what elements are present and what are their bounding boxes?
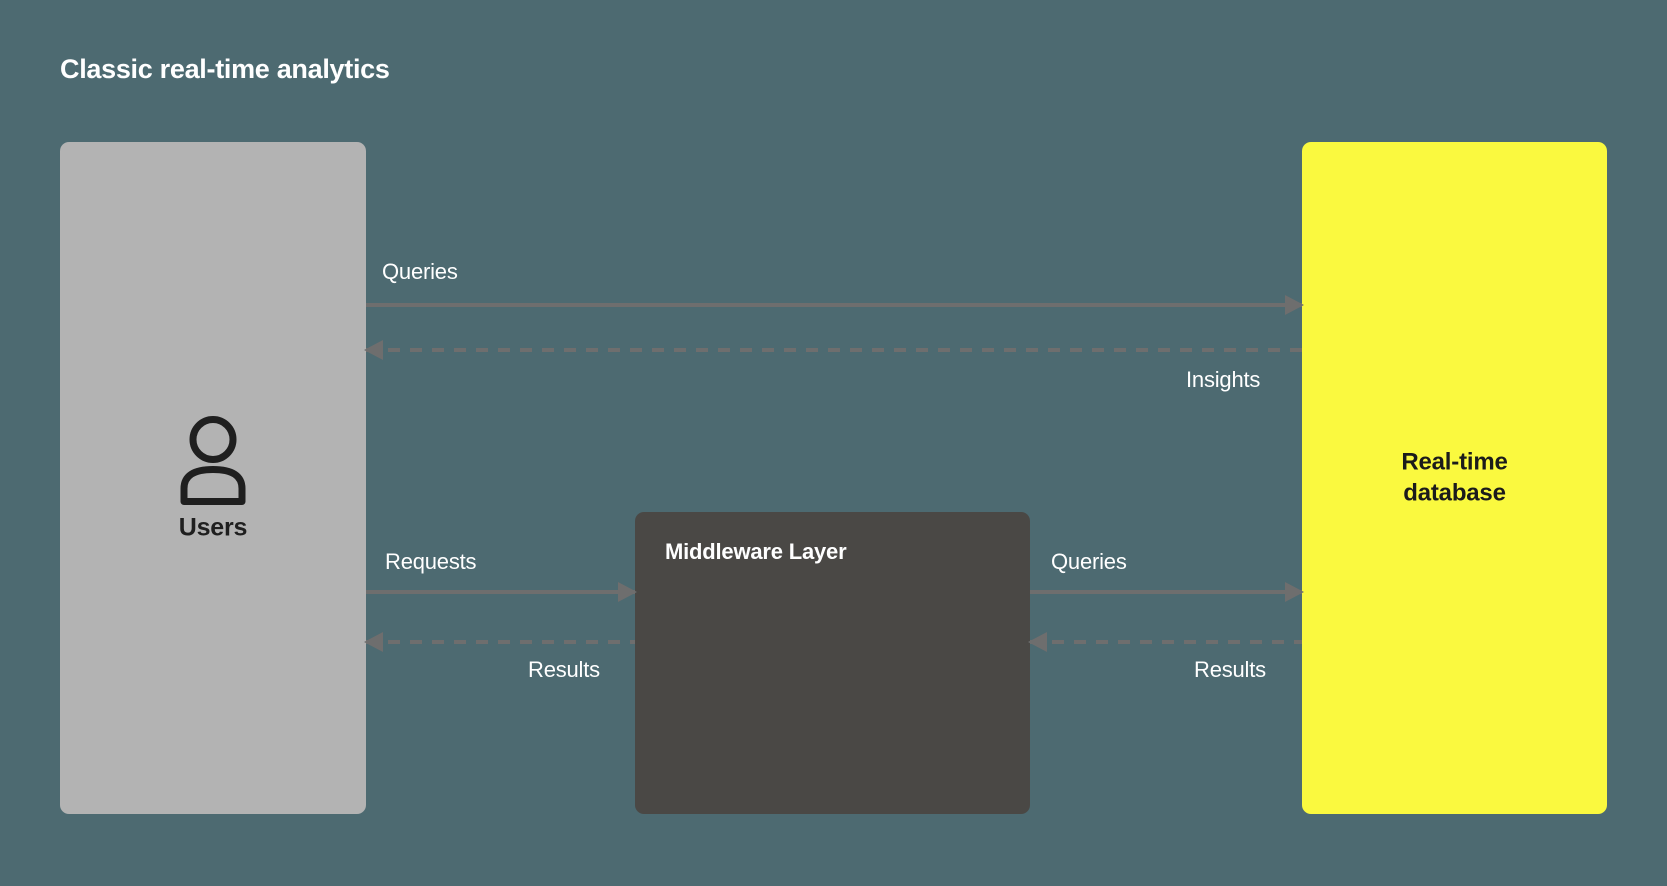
node-middleware[interactable]: Middleware Layer xyxy=(635,512,1030,814)
database-label: Real-time database xyxy=(1302,447,1607,508)
edge-label-requests: Requests xyxy=(385,549,477,574)
edge-line xyxy=(1030,590,1302,594)
edge-line xyxy=(1030,640,1302,644)
arrowhead-right-icon xyxy=(1285,582,1304,602)
arrowhead-left-icon xyxy=(364,632,383,652)
arrowhead-right-icon xyxy=(618,582,637,602)
database-label-line2: database xyxy=(1403,479,1506,506)
arrowhead-right-icon xyxy=(1285,295,1304,315)
edge-line xyxy=(366,640,635,644)
arrowhead-left-icon xyxy=(364,340,383,360)
user-icon xyxy=(180,416,246,505)
edge-label-queries-top: Queries xyxy=(382,259,458,284)
page-title: Classic real-time analytics xyxy=(60,54,390,84)
node-users[interactable]: Users xyxy=(60,142,366,814)
edge-line xyxy=(366,590,635,594)
node-database[interactable]: Real-time database xyxy=(1302,142,1607,814)
edge-line xyxy=(366,348,1302,352)
edge-label-results-left: Results xyxy=(528,657,600,682)
users-content: Users xyxy=(60,414,366,543)
edge-label-insights: Insights xyxy=(1186,367,1261,392)
middleware-label: Middleware Layer xyxy=(665,539,847,564)
edge-label-queries-bottom: Queries xyxy=(1051,549,1127,574)
users-label: Users xyxy=(178,513,248,542)
arrowhead-left-icon xyxy=(1028,632,1047,652)
edge-label-results-right: Results xyxy=(1194,657,1266,682)
database-label-line1: Real-time xyxy=(1401,448,1508,476)
edge-line xyxy=(366,303,1302,307)
